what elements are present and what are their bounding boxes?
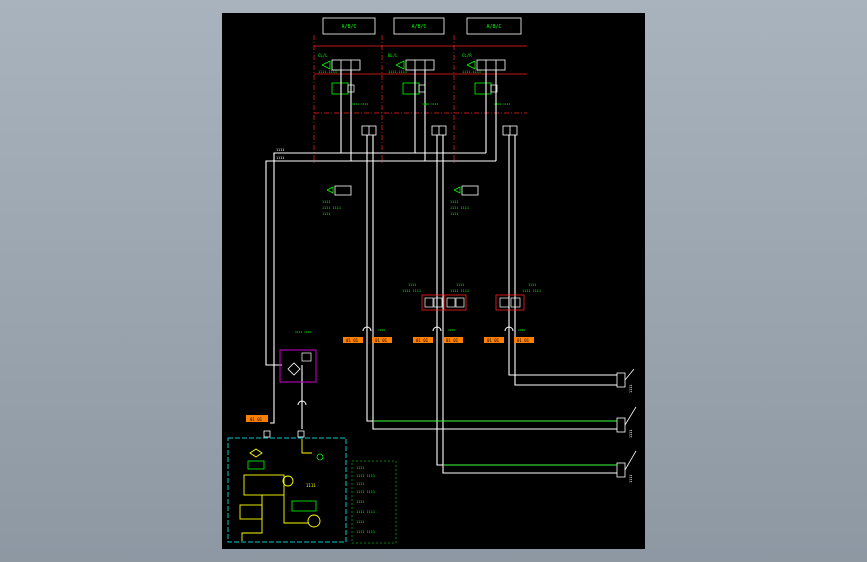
svg-text:1111 1111: 1111 1111 — [422, 102, 438, 106]
svg-text:1111 1111: 1111 1111 — [522, 289, 541, 293]
svg-text:1111 1111: 1111 1111 — [356, 474, 375, 478]
tag-1: 01 01 — [346, 338, 359, 343]
header-label-3: A/B/C — [486, 24, 501, 30]
shuttle-valves — [421, 294, 525, 311]
valve-code-2: 1111-1111 — [388, 70, 407, 74]
svg-text:1111: 1111 — [528, 283, 536, 287]
manifold-blocks — [361, 125, 518, 136]
actuator-label-1: 1111 — [629, 385, 633, 393]
svg-text:1111: 1111 — [322, 212, 330, 216]
svg-text:1111: 1111 — [448, 328, 455, 332]
svg-text:1111 1111: 1111 1111 — [402, 289, 421, 293]
valve-tag-3: CL/R — [462, 53, 472, 58]
tag-3: 01 01 — [416, 338, 429, 343]
header-boxes — [322, 17, 522, 35]
svg-text:1111: 1111 — [356, 466, 364, 470]
tag-labels: 01 01 01 01 01 01 01 01 01 01 01 01 01 0… — [246, 337, 534, 422]
hydraulic-power-unit — [227, 430, 347, 543]
valve-code-3: 1111-1111 — [462, 70, 481, 74]
svg-text:1111 1111: 1111 1111 — [356, 530, 375, 534]
svg-text:1111: 1111 — [378, 328, 385, 332]
pipe-network — [265, 70, 617, 474]
svg-text:1111: 1111 — [456, 283, 464, 287]
tag-5: 01 01 — [487, 338, 500, 343]
tag-2: 01 01 — [375, 338, 388, 343]
hydraulic-schematic: A/B/C A/B/C A/B/C — [227, 17, 637, 544]
svg-text:1111 1111: 1111 1111 — [450, 289, 469, 293]
drawing-sheet: A/B/C A/B/C A/B/C — [222, 13, 645, 549]
check-valves — [334, 185, 479, 196]
svg-text:1111: 1111 — [356, 482, 364, 486]
svg-text:1111: 1111 — [450, 212, 458, 216]
svg-text:1111 1111: 1111 1111 — [352, 102, 368, 106]
svg-text:1111 1111: 1111 1111 — [295, 330, 311, 334]
side-notes: 1111 1111 1111 1111 1111 1111 1111 1111 … — [351, 460, 397, 544]
valve-code-1: 1111-1111 — [318, 70, 337, 74]
pilot-valves — [331, 82, 492, 95]
svg-text:1111: 1111 — [356, 500, 364, 504]
svg-text:1111 1111: 1111 1111 — [322, 206, 341, 210]
svg-text:1111: 1111 — [322, 200, 330, 204]
svg-text:1111: 1111 — [408, 283, 416, 287]
svg-text:1111 1111: 1111 1111 — [356, 490, 375, 494]
line-label-1: 1111 — [276, 148, 284, 152]
tag-7: 01 01 — [250, 417, 263, 422]
tag-4: 01 01 — [446, 338, 459, 343]
actuator-label-3: 1111 — [629, 475, 633, 483]
filter-assembly — [279, 349, 317, 383]
svg-text:1111: 1111 — [356, 520, 364, 524]
svg-text:1111 1111: 1111 1111 — [356, 510, 375, 514]
zone-boundaries — [313, 35, 527, 163]
valve-tag-1: CL/L — [318, 53, 328, 58]
actuators — [616, 368, 637, 478]
actuator-label-2: 1111 — [629, 430, 633, 438]
line-label-2: 1111 — [276, 156, 284, 160]
svg-text:1111 1111: 1111 1111 — [450, 206, 469, 210]
header-label-2: A/B/C — [411, 24, 426, 30]
header-label-1: A/B/C — [341, 24, 356, 30]
valve-tag-2: BL/L — [388, 53, 398, 58]
svg-text:1111: 1111 — [518, 328, 525, 332]
svg-text:1111 1111: 1111 1111 — [494, 102, 510, 106]
tag-6: 01 01 — [517, 338, 530, 343]
power-unit-readout: 1111 — [306, 483, 316, 488]
control-valve-bank — [321, 59, 506, 71]
svg-text:1111: 1111 — [450, 200, 458, 204]
